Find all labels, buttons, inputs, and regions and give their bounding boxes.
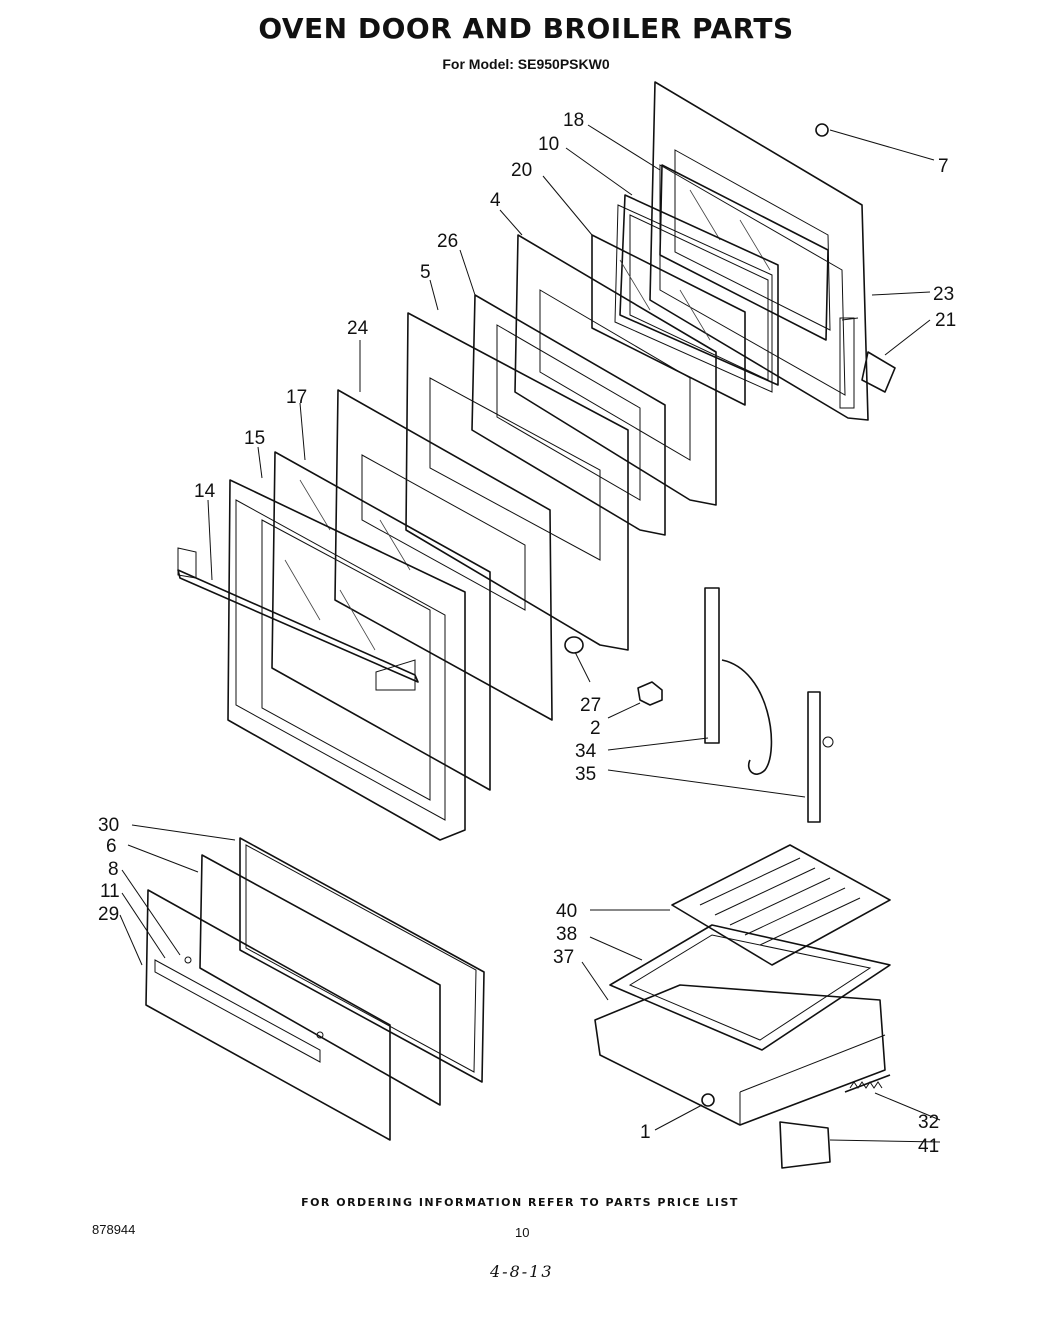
door-handle-14 (177, 547, 419, 691)
insulation-24 (334, 389, 553, 721)
hinge-34 (704, 587, 773, 775)
callout-7: 7 (938, 156, 949, 177)
document-number: 878944 (92, 1222, 136, 1237)
callout-4: 4 (490, 190, 501, 211)
callout-32: 32 (918, 1112, 939, 1133)
callout-35: 35 (575, 764, 596, 785)
broiler-panel-30 (239, 837, 485, 1083)
callout-2: 2 (590, 718, 601, 739)
broiler-panel-6 (199, 854, 441, 1106)
door-frame-26 (471, 294, 666, 536)
hinge-35 (807, 691, 834, 823)
stop-2 (637, 681, 663, 706)
model-subtitle: For Model: SE950PSKW0 (442, 56, 610, 72)
callout-30: 30 (98, 815, 119, 836)
glass-17 (271, 451, 491, 791)
callout-34: 34 (575, 741, 597, 762)
callout-5: 5 (420, 262, 431, 283)
broiler-grid-40 (671, 844, 891, 966)
callout-17: 17 (286, 387, 307, 408)
broiler-pan-38 (609, 924, 891, 1051)
bracket-41 (779, 1121, 831, 1169)
callout-27: 27 (580, 695, 601, 716)
knob-1 (701, 1093, 715, 1107)
callout-38: 38 (556, 924, 577, 945)
outer-door-15 (227, 479, 466, 841)
page-title: OVEN DOOR AND BROILER PARTS (258, 12, 794, 45)
callout-6: 6 (106, 836, 117, 857)
callout-20: 20 (511, 160, 532, 181)
callout-37: 37 (553, 947, 574, 968)
ordering-note: FOR ORDERING INFORMATION REFER TO PARTS … (301, 1196, 739, 1209)
spring-32 (844, 1074, 891, 1093)
callout-11: 11 (100, 881, 120, 902)
page-number: 10 (515, 1225, 530, 1240)
glass-20 (591, 234, 746, 406)
broiler-door-29 (145, 889, 391, 1141)
leader-lines (119, 124, 941, 1143)
door-panel-5 (405, 312, 629, 651)
handwritten-date: 4-8-13 (490, 1262, 554, 1281)
callout-8: 8 (108, 859, 119, 880)
roller-27 (564, 636, 584, 654)
door-frame-4 (514, 234, 717, 506)
door-glass-18 (659, 164, 829, 341)
screw-7 (815, 123, 829, 137)
callout-1: 1 (640, 1122, 651, 1143)
callout-10: 10 (538, 134, 559, 155)
bracket-21 (861, 351, 896, 393)
callout-24: 24 (347, 318, 369, 339)
broiler-drawer-37 (594, 984, 886, 1126)
callout-23: 23 (933, 284, 954, 305)
callout-26: 26 (437, 231, 458, 252)
callout-41: 41 (918, 1136, 939, 1157)
callout-21: 21 (935, 310, 956, 331)
callout-29: 29 (98, 904, 119, 925)
glass-pack-10 (614, 194, 779, 393)
callout-15: 15 (244, 428, 265, 449)
callout-40: 40 (556, 901, 577, 922)
callout-18: 18 (563, 110, 584, 131)
callout-14: 14 (194, 481, 216, 502)
